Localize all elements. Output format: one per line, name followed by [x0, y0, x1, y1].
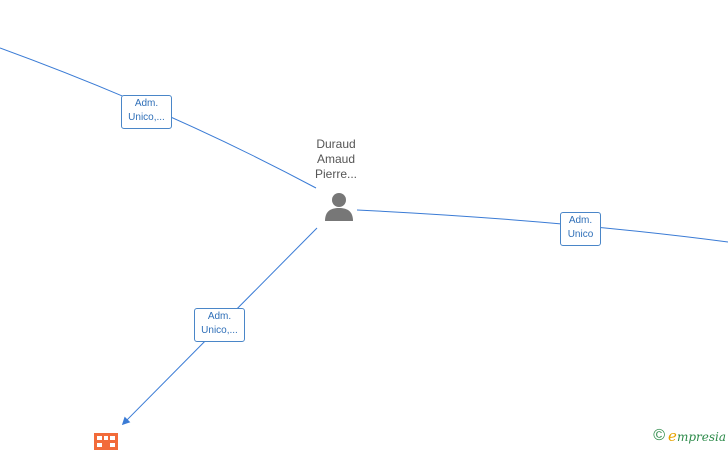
copyright-symbol: © — [653, 427, 666, 444]
edge-label-bottom[interactable]: Adm. Unico,... — [194, 308, 245, 342]
edge-label-line: Adm. — [134, 98, 159, 109]
person-name-line: Pierre... — [314, 167, 357, 181]
edge-label-top-left[interactable]: Adm. Unico,... — [121, 95, 172, 129]
edge-label-line: Unico,... — [201, 325, 238, 336]
edge-label-line: Unico — [567, 229, 594, 240]
brand-initial: e — [668, 427, 677, 445]
person-name-line: Amaud — [316, 152, 356, 166]
person-name-line: Duraud — [316, 137, 356, 151]
person-icon[interactable] — [323, 191, 355, 221]
edge-label-right[interactable]: Adm. Unico — [560, 212, 601, 246]
person-name[interactable]: Duraud Amaud Pierre... — [296, 137, 376, 182]
brand-rest: mpresia — [676, 430, 726, 444]
edge-label-line: Unico,... — [128, 112, 165, 123]
building-icon[interactable] — [94, 433, 118, 450]
brand-name: empresia — [668, 427, 726, 445]
edge-label-line: Adm. — [568, 215, 593, 226]
edge-label-line: Adm. — [207, 311, 232, 322]
edge-line-right[interactable] — [356, 209, 728, 243]
brand-watermark: © empresia — [653, 427, 726, 445]
